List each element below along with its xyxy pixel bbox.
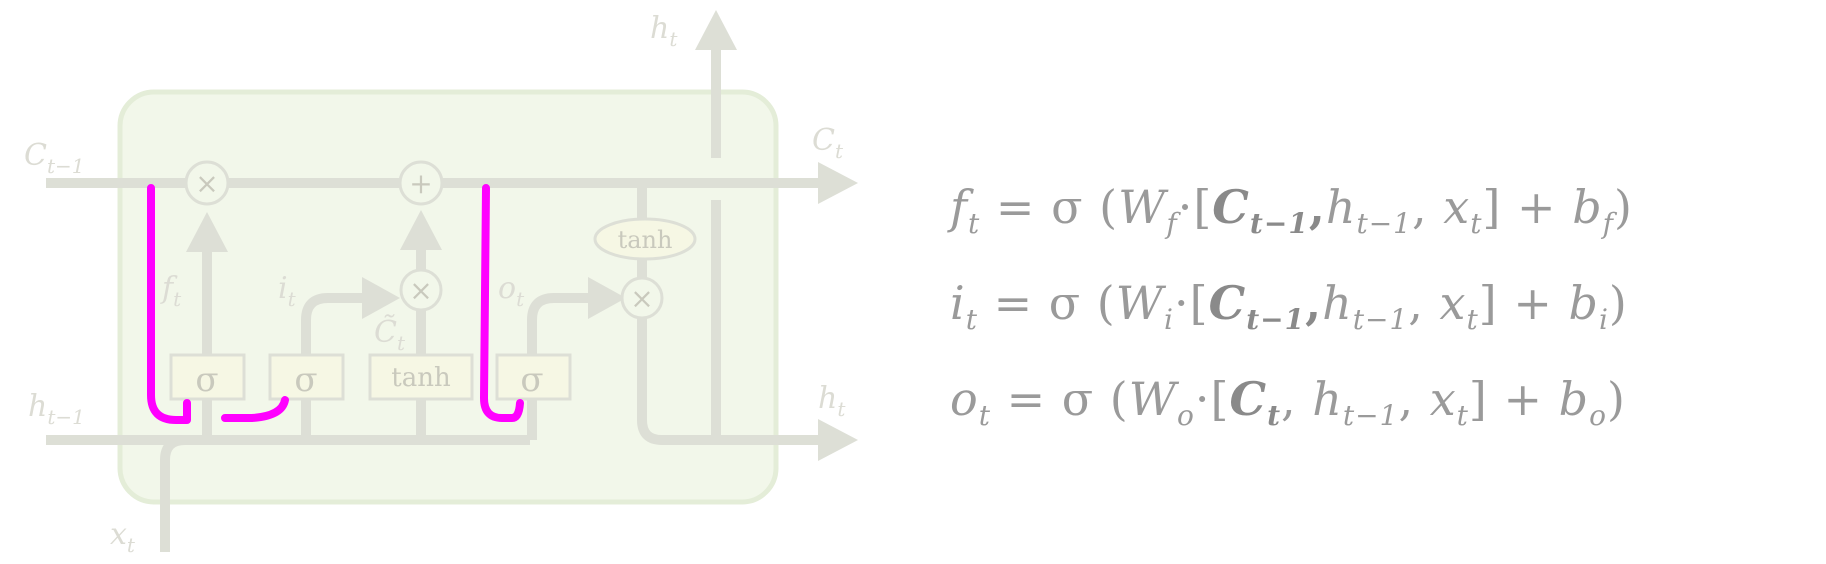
tanh-oval-label: tanh	[618, 226, 673, 254]
tanh-box-label: tanh	[391, 363, 451, 393]
tanh-box	[368, 353, 474, 401]
forget-mult-op	[184, 160, 230, 206]
output-sigma-line	[527, 293, 598, 440]
equation-input: it = σ (Wi·[Ct−1,ht−1, xt] + bi)	[950, 276, 1628, 336]
input-mult-arrowhead	[362, 277, 400, 319]
equation-output: ot = σ (Wo·[Ct, ht−1, xt] + bo)	[950, 372, 1626, 432]
input-sigma-box	[268, 353, 345, 401]
label-i-t: it	[278, 271, 297, 311]
output-sigma-box	[495, 353, 572, 401]
output-mult-symbol: ×	[630, 282, 653, 315]
output-mult-arrowhead	[588, 277, 626, 319]
label-c-tilde: C̃t	[374, 315, 406, 355]
x-input-line	[160, 435, 186, 552]
label-h-t-top: ht	[650, 11, 678, 51]
cell-add-op	[398, 160, 444, 206]
label-c-t: Ct	[812, 123, 844, 163]
cell-add-symbol: +	[409, 167, 432, 200]
equation-forget: ft = σ (Wf·[Ct−1,ht−1, xt] + bf)	[950, 180, 1633, 240]
add-arrowhead	[400, 210, 442, 250]
input-mult-symbol: ×	[409, 274, 432, 307]
label-x-t: xt	[110, 517, 136, 557]
h-up-arrowhead	[695, 10, 737, 50]
input-sigma-label: σ	[294, 360, 317, 400]
input-mult-op	[399, 268, 443, 312]
forget-arrowhead	[186, 212, 228, 252]
tanh-oval	[593, 217, 697, 261]
input-sigma-line	[301, 293, 372, 440]
label-h-prev: ht−1	[28, 389, 85, 429]
peephole-output-path	[480, 184, 524, 422]
output-mult-op	[620, 276, 664, 320]
lstm-cell-diagram: σ σ tanh σ tanh × + × × ht Ct−1 Ct ht−1 …	[24, 10, 858, 557]
output-sigma-label: σ	[520, 360, 543, 400]
label-h-t-right: ht	[818, 381, 846, 421]
cell-state-arrowhead	[818, 162, 858, 204]
output-to-h-line	[637, 318, 830, 445]
forget-sigma-box	[169, 353, 246, 401]
hidden-out-arrowhead	[818, 419, 858, 461]
forget-sigma-label: σ	[195, 360, 218, 400]
peephole-forget-path	[147, 184, 191, 424]
peephole-input-path	[221, 396, 289, 422]
label-c-prev: Ct−1	[24, 138, 85, 178]
label-o-t: ot	[498, 271, 525, 311]
forget-mult-symbol: ×	[195, 167, 218, 200]
